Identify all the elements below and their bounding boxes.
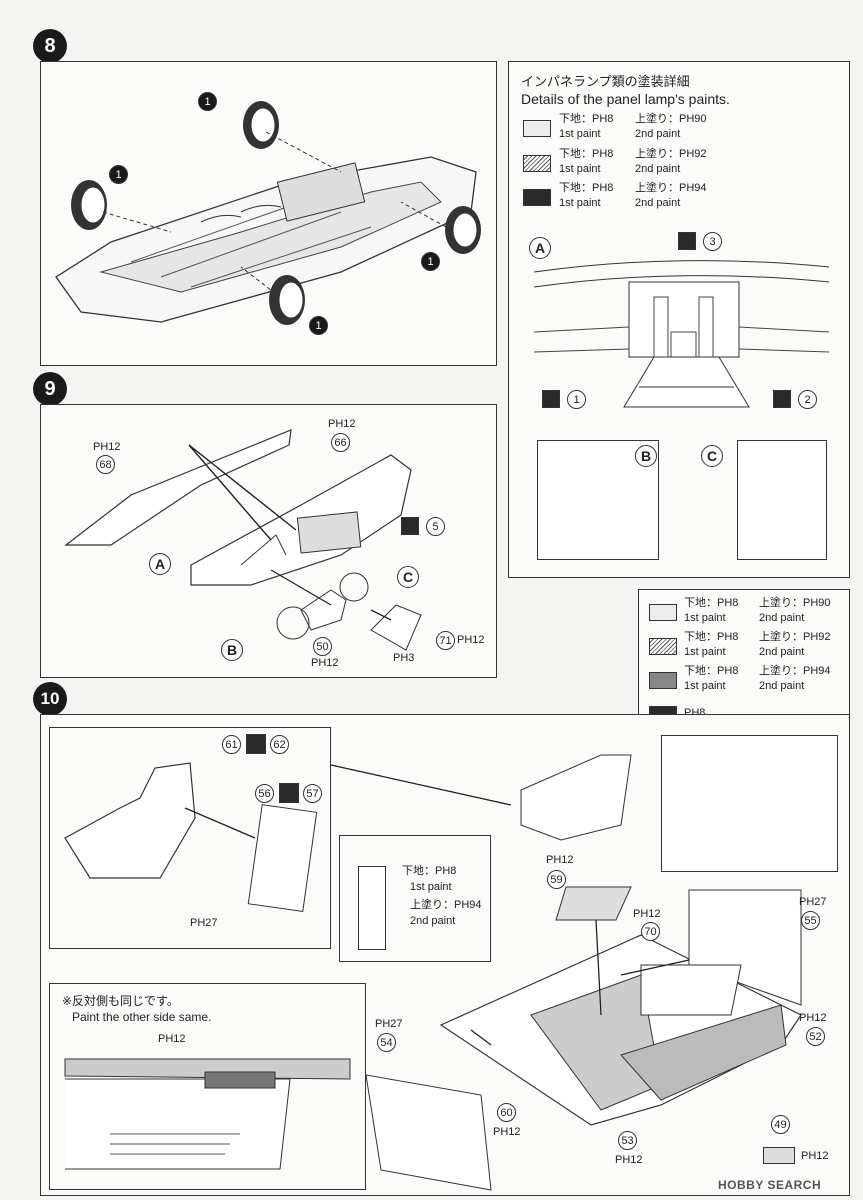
step8-frame: 1 1 1 1 <box>40 61 497 366</box>
chassis-drawing <box>55 101 481 325</box>
paint-code-legend: PH12 <box>801 1150 829 1162</box>
part-71: 71 <box>436 631 455 650</box>
paint-code-68: PH12 <box>93 441 121 453</box>
seat-paint: PH27 <box>190 917 218 929</box>
dashboard-detail-drawing <box>533 260 830 408</box>
part-66: 66 <box>331 433 350 452</box>
callout-a: A <box>529 237 551 259</box>
decal-5 <box>401 517 419 535</box>
step10-legend-frame: 下地：PH8 上塗り：PH90 1st paint 2nd paint 下地：P… <box>638 589 850 736</box>
part-59: 59 <box>547 870 566 889</box>
wheel-part-1: 1 <box>421 252 440 271</box>
paint-code-3: PH3 <box>393 652 415 664</box>
part-60: 60 <box>497 1103 516 1122</box>
part-53: 53 <box>618 1131 637 1150</box>
decal-d3 <box>678 232 696 250</box>
callout-b: B <box>635 445 657 467</box>
panel-lamp-title-jp: インパネランプ類の塗装詳細 <box>521 74 690 89</box>
part-54: 54 <box>377 1033 396 1052</box>
part-68: 68 <box>96 455 115 474</box>
paint-code-71: PH12 <box>457 634 485 646</box>
wheel-part-1: 1 <box>109 165 128 184</box>
other-side-note-jp: ※反対側も同じです。 <box>62 994 179 1008</box>
part-61: 61 <box>222 735 241 754</box>
swatch-hatch <box>523 155 551 172</box>
paint-code-52: PH12 <box>799 1012 827 1024</box>
paint-code-55: PH27 <box>799 896 827 908</box>
wheel-part-1: 1 <box>198 92 217 111</box>
paint-code-59: PH12 <box>546 854 574 866</box>
cluster-inset <box>661 735 838 872</box>
seat-inset: 61 62 56 57 PH27 <box>49 727 331 949</box>
wheel-rear-top <box>243 101 279 149</box>
door-paint: PH12 <box>158 1033 186 1045</box>
door-panel-drawing <box>64 1058 351 1170</box>
lamp-strip-c <box>737 440 827 560</box>
step10-frame: 61 62 56 57 PH27 下地：PH8 1st paint 上塗り：PH… <box>40 714 850 1196</box>
swatch-dark <box>523 189 551 206</box>
swatch-white <box>523 120 551 137</box>
part-50: 50 <box>313 637 332 656</box>
step9-frame: PH12 66 PH12 68 5 A B C 50 PH12 PH3 71 P… <box>40 404 497 678</box>
callout-a: A <box>149 553 171 575</box>
part-55: 55 <box>801 911 820 930</box>
decal-d2 <box>773 390 791 408</box>
step-number-10: 10 <box>33 682 67 716</box>
watermark: HOBBY SEARCH <box>718 1178 822 1192</box>
decal-d1 <box>542 390 560 408</box>
legend-swatch-light <box>763 1147 795 1164</box>
callout-c: C <box>701 445 723 467</box>
panel-lamp-detail-frame: インパネランプ類の塗装詳細 Details of the panel lamp'… <box>508 61 850 578</box>
cockpit-assembly-drawing <box>330 754 802 1191</box>
seat-drawing <box>64 762 318 912</box>
console-inset: 下地：PH8 1st paint 上塗り：PH94 2nd paint <box>339 835 491 962</box>
callout-c: C <box>397 566 419 588</box>
part-49: 49 <box>771 1115 790 1134</box>
part-57: 57 <box>303 784 322 803</box>
door-panel-inset: ※反対側も同じです。 Paint the other side same. PH… <box>49 983 366 1190</box>
callout-b: B <box>221 639 243 661</box>
decal-number-5: 5 <box>426 517 445 536</box>
part-62: 62 <box>270 735 289 754</box>
paint-code-66: PH12 <box>328 418 356 430</box>
part-56: 56 <box>255 784 274 803</box>
part-70: 70 <box>641 922 660 941</box>
paint-code-50: PH12 <box>311 657 339 669</box>
paint-code-53: PH12 <box>615 1154 643 1166</box>
paint-code-60: PH12 <box>493 1126 521 1138</box>
other-side-note-en: Paint the other side same. <box>72 1010 212 1024</box>
part-52: 52 <box>806 1027 825 1046</box>
panel-lamp-title-en: Details of the panel lamp's paints. <box>521 91 730 107</box>
step-number-9: 9 <box>33 372 67 406</box>
paint-code-54: PH27 <box>375 1018 403 1030</box>
instrument-panel-drawing <box>64 429 422 651</box>
wheel-part-1: 1 <box>309 316 328 335</box>
paint-code-70: PH12 <box>633 908 661 920</box>
step-number-8: 8 <box>33 29 67 63</box>
